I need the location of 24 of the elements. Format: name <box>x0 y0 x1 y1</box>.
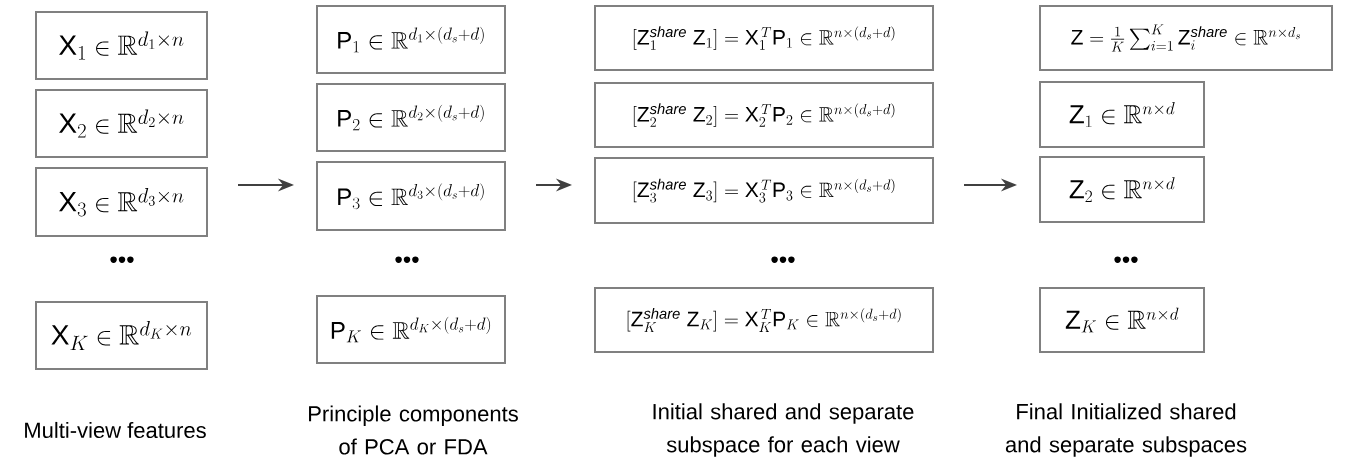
ellipsis: ••• <box>1114 256 1138 263</box>
formula-box: $[\mathrm{Z}_2^{\mathit{share}}\ \mathrm{Z}_2]=\mathrm{X}_2^{\,T}\mathrm{P}_2 \in \mathbb{R}^{n\times (d_s+d)}$ <box>594 82 934 148</box>
ellipsis: ••• <box>110 256 134 263</box>
ellipsis: ••• <box>771 256 795 263</box>
formula-box: $\mathrm{P}_K \in \mathbb{R}^{d_K\times (d_s+d)}$ <box>316 295 506 364</box>
column-caption: Initial shared and separate subspace for each view <box>653 403 914 457</box>
formula-box: $\mathrm{P}_1 \in \mathbb{R}^{d_1\times (d_s+d)}$ <box>316 5 506 74</box>
column-caption: Principle components of PCA or FDA <box>309 405 518 455</box>
formula-box: $\mathrm{X}_3 \in \mathbb{R}^{d_3\times n}$ <box>35 167 208 237</box>
formula-box: $[\mathrm{Z}_1^{\mathit{share}}\ \mathrm{Z}_1]=\mathrm{X}_1^{\,T}\mathrm{P}_1 \in \mathbb{R}^{n\times (d_s+d)}$ <box>594 5 934 71</box>
formula-box: $\mathrm{Z}_K \in \mathbb{R}^{n\times d}$ <box>1039 287 1205 353</box>
formula-box: $\mathrm{P}_2 \in \mathbb{R}^{d_2\times (d_s+d)}$ <box>316 83 506 152</box>
formula-box: $\mathrm{Z}=\frac{1}{K}\sum_{i=1}^{K}\mathrm{Z}_i^{\mathit{share}} \in \mathbb{R}^{n\times d_s}$ <box>1039 5 1333 71</box>
formula-box: $[\mathrm{Z}_3^{\mathit{share}}\ \mathrm{Z}_3]=\mathrm{X}_3^{\,T}\mathrm{P}_3 \in \mathbb{R}^{n\times (d_s+d)}$ <box>594 157 934 224</box>
column-caption: Multi-view features <box>25 421 206 439</box>
formula-box: $\mathrm{P}_3 \in \mathbb{R}^{d_3\times (d_s+d)}$ <box>316 161 506 231</box>
formula-box: $\mathrm{X}_2 \in \mathbb{R}^{d_2\times n}$ <box>35 89 208 158</box>
formula-box: $\mathrm{Z}_2 \in \mathbb{R}^{n\times d}$ <box>1039 156 1205 223</box>
ellipsis: ••• <box>395 256 419 263</box>
formula-box: $[\mathrm{Z}_K^{\mathit{share}}\ \mathrm{Z}_K]=\mathrm{X}_K^{\,T}\mathrm{P}_K \in \mathbb{R}^{n\times (d_s+d)}$ <box>594 287 934 353</box>
formula-box: $\mathrm{X}_K \in \mathbb{R}^{d_K\times n}$ <box>35 301 208 370</box>
formula-box: $\mathrm{X}_1 \in \mathbb{R}^{d_1\times n}$ <box>35 11 208 80</box>
column-caption: Final Initialized shared and separate subspaces <box>1005 403 1247 457</box>
formula-box: $\mathrm{Z}_1 \in \mathbb{R}^{n\times d}$ <box>1039 81 1205 148</box>
